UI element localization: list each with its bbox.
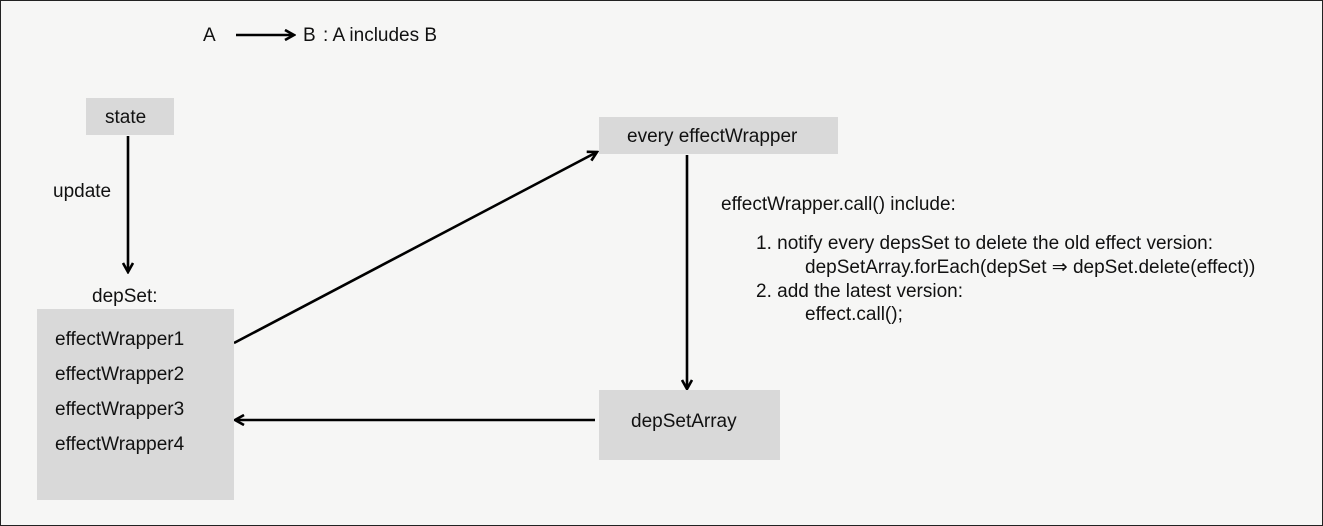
depset-item: effectWrapper4 xyxy=(55,434,185,455)
depset-item: effectWrapper3 xyxy=(55,399,185,420)
depset-title: depSet: xyxy=(92,286,158,307)
notes-step2-code: effect.call(); xyxy=(805,304,903,325)
depset-item: effectWrapper2 xyxy=(55,364,185,385)
legend-a-label: A xyxy=(203,25,216,46)
depsetarray-label: depSetArray xyxy=(631,411,737,432)
state-node: state xyxy=(86,98,174,135)
every-effectwrapper-label: every effectWrapper xyxy=(627,126,798,147)
notes-step1-code: depSetArray.forEach(depSet ⇒ depSet.dele… xyxy=(805,257,1256,278)
notes-step1: 1. notify every depsSet to delete the ol… xyxy=(756,233,1213,254)
every-effectwrapper-node: every effectWrapper xyxy=(599,117,838,154)
state-label: state xyxy=(105,107,147,128)
notes-step2: 2. add the latest version: xyxy=(756,281,964,302)
depset-node: effectWrapper1 effectWrapper2 effectWrap… xyxy=(37,309,234,500)
legend-b-label: B xyxy=(303,25,316,46)
legend-description: : A includes B xyxy=(323,25,438,46)
depset-item: effectWrapper1 xyxy=(55,329,185,350)
notes-heading: effectWrapper.call() include: xyxy=(721,194,956,215)
depsetarray-node: depSetArray xyxy=(599,390,780,460)
arrow-depset-to-every-effectwrapper xyxy=(233,152,597,345)
update-label: update xyxy=(53,181,112,202)
